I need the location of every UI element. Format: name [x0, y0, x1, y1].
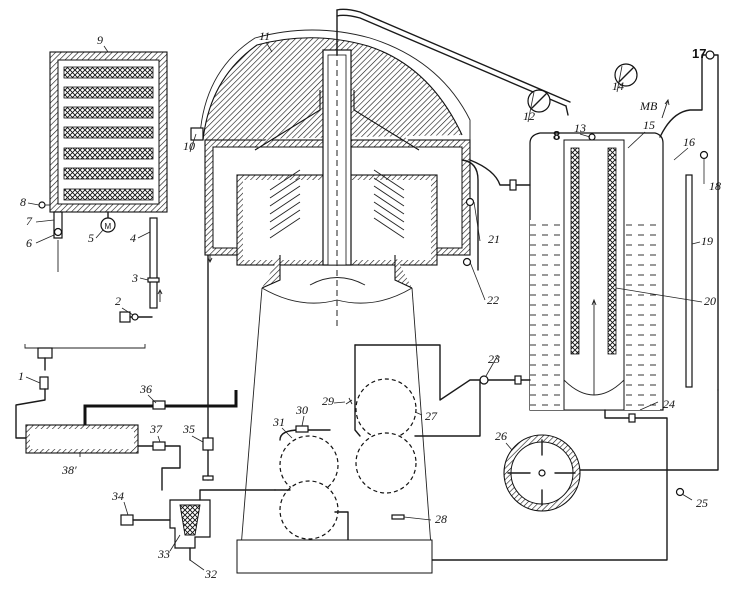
sight-glass-19 — [685, 174, 693, 388]
gear-pump-27 — [355, 378, 417, 494]
label-21: 21 — [488, 232, 500, 246]
condenser-tank — [469, 50, 719, 411]
label-31: 31 — [272, 415, 285, 429]
label-4: 4 — [130, 231, 136, 245]
pipe-4-3 — [149, 217, 158, 309]
label-33: 33 — [157, 547, 170, 561]
valve-1-icon — [39, 376, 49, 390]
label-34: 34 — [111, 489, 124, 503]
label-37: 37 — [149, 422, 163, 436]
gear-pump-31 — [279, 435, 339, 540]
label-22: 22 — [487, 293, 499, 307]
condenser-tube-left — [570, 147, 580, 355]
label-24: 24 — [663, 397, 675, 411]
motor-icon — [100, 217, 116, 233]
label-8: 8 — [20, 195, 26, 209]
valve-8-icon — [38, 201, 46, 209]
valve-22-icon — [462, 257, 472, 267]
item-28 — [391, 514, 405, 520]
label-20: 20 — [704, 294, 716, 308]
label-27: 27 — [425, 409, 438, 423]
valve-6-icon — [53, 227, 63, 237]
valve-36-icon — [152, 400, 166, 410]
valve-37-icon — [152, 441, 166, 451]
motor-symbol: M — [105, 222, 112, 231]
centrifuge — [190, 9, 479, 561]
condenser-tube-right — [607, 147, 617, 355]
label-10: 10 — [183, 139, 195, 153]
valve-25-icon — [675, 487, 685, 497]
label-25: 25 — [696, 496, 708, 510]
bowl-discs-left — [269, 169, 301, 239]
dryer-shelves — [63, 66, 154, 201]
label-36: 36 — [139, 382, 152, 396]
distributor-26 — [503, 434, 581, 512]
valve-23-icon — [479, 375, 489, 385]
label-2: 2 — [115, 294, 121, 308]
label-15: 15 — [643, 118, 655, 132]
label-11: 11 — [259, 29, 270, 43]
label-18: 18 — [709, 179, 721, 193]
label-23: 23 — [488, 352, 500, 366]
label-35: 35 — [182, 422, 195, 436]
label-9: 9 — [97, 33, 103, 47]
vent-valve-17-icon — [705, 50, 715, 60]
label-29: 29 — [322, 394, 334, 408]
label-17: 17 — [692, 46, 706, 61]
label-38: 38' — [61, 463, 77, 477]
label-1: 1 — [18, 369, 24, 383]
machine-base — [236, 539, 433, 574]
valve-21-icon — [465, 197, 475, 207]
filter-33 — [179, 504, 201, 536]
label-13: 13 — [574, 121, 586, 135]
label-12-unit: 8 — [553, 128, 560, 143]
label-7: 7 — [26, 214, 33, 228]
label-26: 26 — [495, 429, 507, 443]
dryer-cabinet — [49, 51, 168, 213]
label-3: 3 — [131, 271, 138, 285]
leader-lines — [25, 41, 705, 571]
label-16: 16 — [683, 135, 695, 149]
label-28: 28 — [435, 512, 447, 526]
label-5: 5 — [88, 231, 94, 245]
bowl-discs-right — [373, 169, 405, 239]
valve-30-icon — [295, 425, 309, 433]
label-32: 32 — [204, 567, 217, 581]
valve-18-icon — [699, 150, 709, 160]
valve-35-icon — [202, 437, 214, 451]
label-14-unit: MB — [639, 99, 658, 113]
valve-34-icon — [120, 514, 134, 526]
part-labels: 1 2 3 4 5 6 7 8 9 10 11 12 8 13 14 MB 15… — [18, 29, 721, 581]
valve-29-icon — [345, 397, 353, 405]
label-30: 30 — [295, 403, 308, 417]
valve-2-icon — [131, 313, 139, 321]
label-19: 19 — [701, 234, 713, 248]
label-6: 6 — [26, 236, 32, 250]
